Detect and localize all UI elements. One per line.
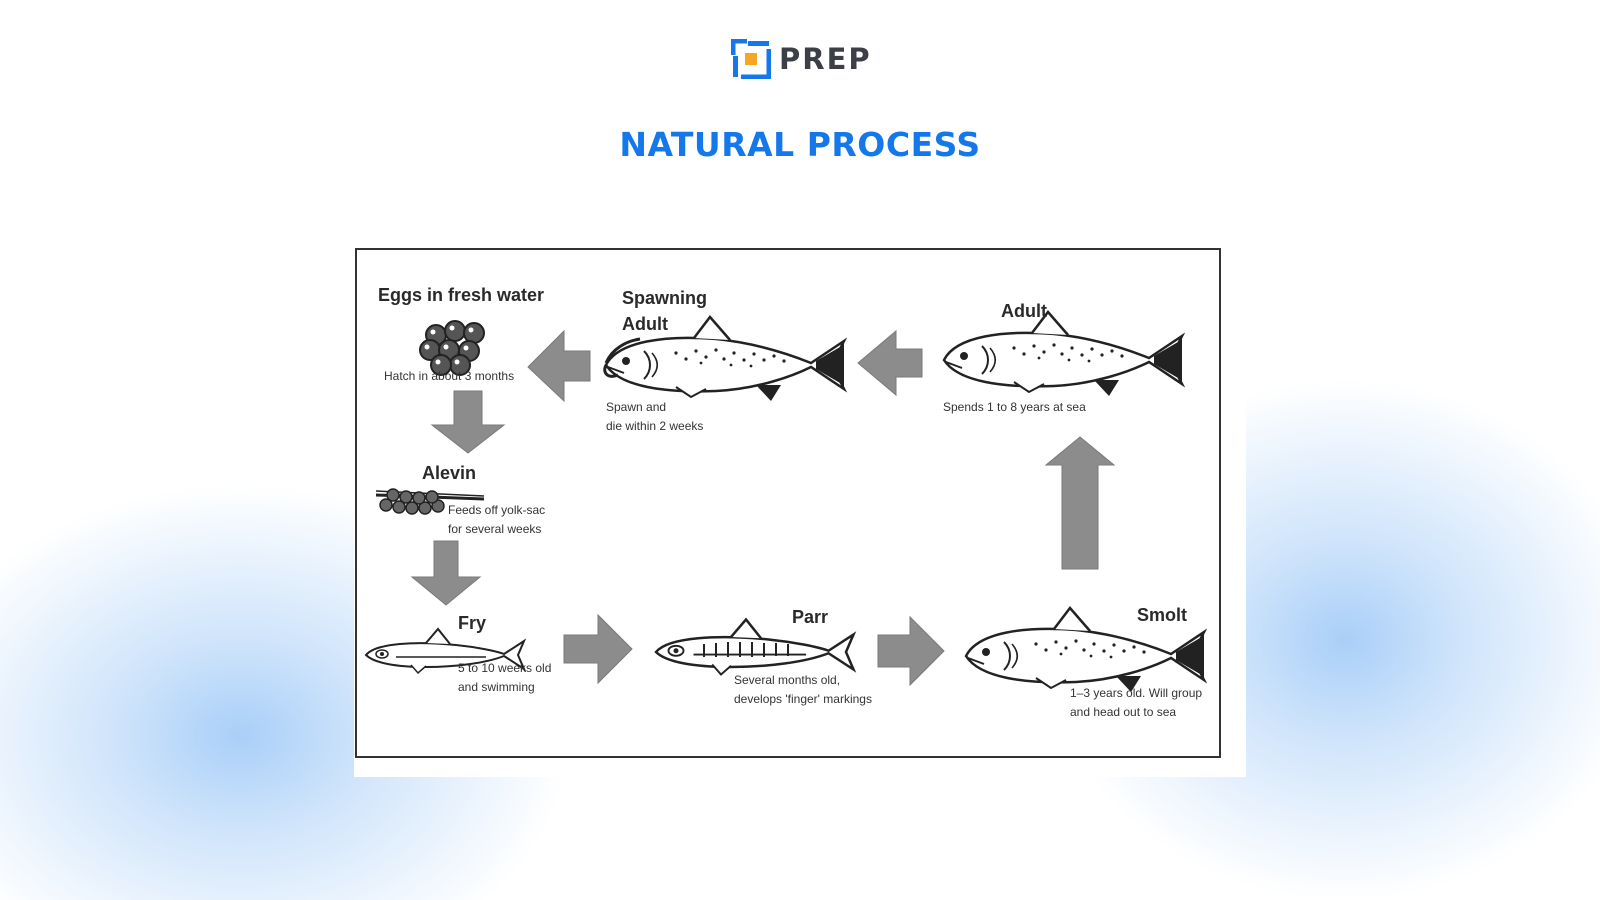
parr-note-line-1: Several months old, — [734, 673, 841, 687]
spawning-adult-fish-icon — [603, 315, 846, 403]
arrow-right-icon — [563, 613, 633, 685]
alevin-label: Alevin — [422, 463, 477, 483]
alevin-icon — [375, 488, 485, 515]
arrow-right-icon — [877, 615, 945, 687]
adult-label: Adult — [1001, 301, 1047, 321]
arrow-down-icon — [410, 540, 482, 606]
brand-logo: PREP — [731, 39, 872, 79]
smolt-note-line-2: and head out to sea — [1070, 705, 1177, 719]
eggs-cluster-icon — [419, 320, 485, 376]
alevin-note-line-2: for several weeks — [448, 522, 542, 536]
eggs-note: Hatch in about 3 months — [384, 369, 515, 383]
arrow-down-icon — [430, 390, 506, 454]
diagram-graphics — [355, 248, 1221, 758]
arrow-left-icon — [857, 329, 923, 397]
adult-note: Spends 1 to 8 years at sea — [943, 400, 1086, 414]
smolt-label: Smolt — [1137, 605, 1188, 625]
fry-label: Fry — [458, 613, 487, 633]
arrow-left-icon — [527, 329, 591, 403]
spawning-adult-label-line-2: Adult — [622, 314, 668, 334]
parr-finger-markings — [703, 642, 789, 657]
spawning-note-line-1: Spawn and — [606, 400, 667, 414]
parr-label: Parr — [792, 607, 829, 627]
spawning-adult-label-line-1: Spawning — [622, 288, 707, 308]
parr-note-line-2: develops 'finger' markings — [734, 692, 872, 706]
eggs-label: Eggs in fresh water — [378, 285, 545, 305]
page-title: NATURAL PROCESS — [619, 125, 981, 164]
smolt-note-line-1: 1–3 years old. Will group — [1070, 686, 1203, 700]
salmon-life-cycle-diagram: Eggs in fresh water Hatch in about 3 mon… — [354, 247, 1246, 777]
fry-note-line-1: 5 to 10 weeks old — [458, 661, 552, 675]
brand-name: PREP — [779, 42, 872, 76]
fry-note-line-2: and swimming — [458, 680, 535, 694]
arrow-up-icon — [1044, 436, 1116, 570]
prep-logo-icon — [731, 39, 771, 79]
spawning-note-line-2: die within 2 weeks — [606, 419, 704, 433]
alevin-note-line-1: Feeds off yolk-sac — [448, 503, 546, 517]
